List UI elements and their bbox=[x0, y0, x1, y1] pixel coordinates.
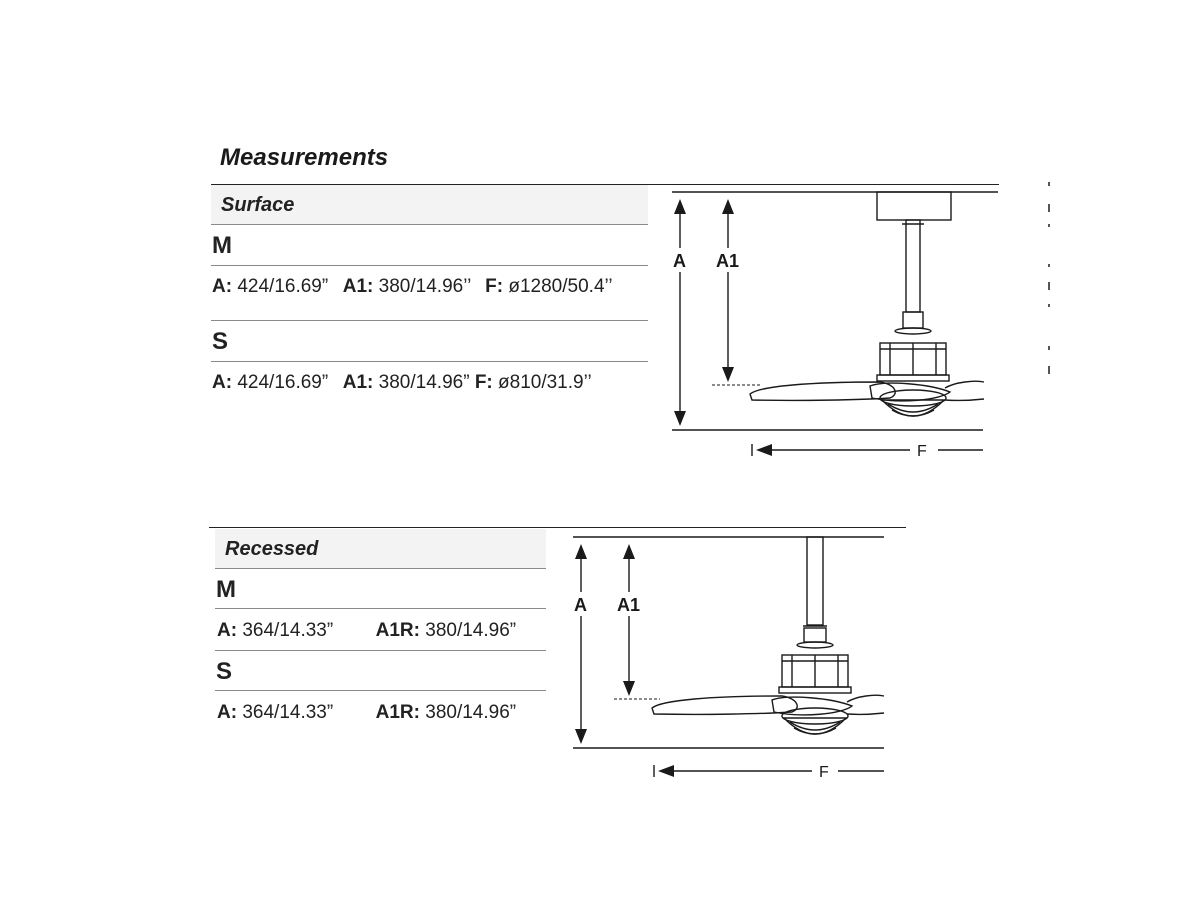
spec-key: A: bbox=[212, 372, 233, 393]
surface-s-specs: A: 424/16.69” A1: 380/14.96” F: ø810/31.… bbox=[212, 372, 592, 394]
spec-key: A: bbox=[212, 276, 233, 297]
spec-value: 424/16.69” bbox=[237, 276, 329, 297]
recessed-divider bbox=[215, 608, 546, 609]
recessed-label-a1: A1 bbox=[617, 595, 640, 615]
surface-divider bbox=[211, 320, 648, 321]
surface-size-s-label: S bbox=[212, 328, 229, 355]
surface-top-rule bbox=[211, 184, 999, 185]
spec-key: F: bbox=[474, 372, 493, 393]
downrod bbox=[806, 536, 824, 626]
surface-section-bar bbox=[211, 185, 648, 225]
spec-value: 380/14.96’’ bbox=[378, 276, 471, 297]
surface-divider bbox=[211, 361, 648, 362]
spec-value: 380/14.96” bbox=[425, 620, 517, 641]
recessed-top-rule bbox=[209, 527, 906, 528]
spec-value: 380/14.96” bbox=[425, 702, 517, 723]
surface-divider bbox=[211, 224, 648, 225]
spec-value: ø810/31.9’’ bbox=[498, 372, 592, 393]
surface-section-label: Surface bbox=[221, 194, 295, 216]
surface-label-f: F bbox=[917, 443, 927, 460]
recessed-section-label: Recessed bbox=[225, 538, 319, 560]
spec-key: A1R: bbox=[375, 620, 420, 641]
recessed-divider bbox=[215, 568, 546, 569]
surface-label-a1: A1 bbox=[716, 251, 739, 271]
recessed-section-bar bbox=[215, 529, 546, 569]
spec-value: 380/14.96” bbox=[378, 372, 470, 393]
crop-marks bbox=[1048, 182, 1050, 374]
spec-key: A1R: bbox=[375, 702, 420, 723]
spec-key: A1: bbox=[342, 372, 374, 393]
recessed-label-f: F bbox=[819, 764, 829, 781]
spec-value: 364/14.33” bbox=[242, 702, 334, 723]
surface-label-a: A bbox=[673, 251, 686, 271]
recessed-size-m-label: M bbox=[216, 576, 236, 603]
spec-value: 364/14.33” bbox=[242, 620, 334, 641]
spec-key: A: bbox=[217, 620, 238, 641]
page-title: Measurements bbox=[220, 144, 389, 171]
recessed-divider bbox=[215, 690, 546, 691]
spec-key: A: bbox=[217, 702, 238, 723]
surface-size-m-label: M bbox=[212, 232, 232, 259]
recessed-m-specs: A: 364/14.33” A1R: 380/14.96” bbox=[217, 620, 516, 642]
recessed-divider bbox=[215, 650, 546, 651]
spec-value: ø1280/50.4’’ bbox=[508, 276, 613, 297]
downrod bbox=[905, 219, 921, 313]
spec-value: 424/16.69” bbox=[237, 372, 329, 393]
spec-key: F: bbox=[485, 276, 504, 297]
recessed-label-a: A bbox=[574, 595, 587, 615]
surface-divider bbox=[211, 265, 648, 266]
recessed-size-s-label: S bbox=[216, 658, 233, 685]
surface-m-specs: A: 424/16.69” A1: 380/14.96’’ F: ø1280/5… bbox=[212, 276, 613, 298]
recessed-s-specs: A: 364/14.33” A1R: 380/14.96” bbox=[217, 702, 516, 724]
spec-key: A1: bbox=[342, 276, 374, 297]
canopy bbox=[876, 191, 952, 221]
